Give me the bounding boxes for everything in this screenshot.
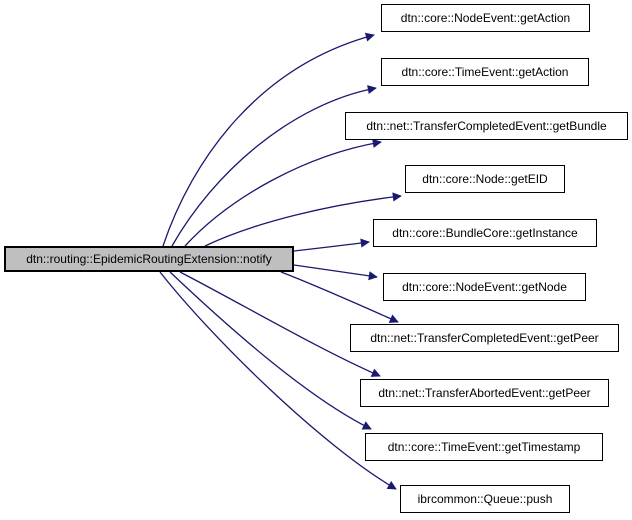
callee-node-label: dtn::core::BundleCore::getInstance — [392, 226, 578, 240]
callee-node[interactable]: dtn::core::NodeEvent::getAction — [381, 4, 590, 32]
call-edge — [293, 238, 370, 252]
callee-node[interactable]: dtn::core::BundleCore::getInstance — [373, 219, 597, 247]
call-edge — [184, 138, 382, 247]
callee-node[interactable]: dtn::core::NodeEvent::getNode — [383, 273, 586, 301]
call-edge — [179, 271, 381, 377]
caller-node-label: dtn::routing::EpidemicRoutingExtension::… — [26, 252, 272, 266]
callee-node-label: dtn::net::TransferAbortedEvent::getPeer — [378, 386, 591, 400]
call-edge — [159, 271, 397, 490]
callee-node[interactable]: dtn::core::TimeEvent::getAction — [381, 58, 589, 86]
callee-node-label: dtn::core::Node::getEID — [422, 172, 548, 186]
callee-node-label: dtn::core::TimeEvent::getTimestamp — [387, 440, 581, 454]
callee-node-label: dtn::core::TimeEvent::getAction — [401, 65, 569, 79]
call-edge — [204, 192, 402, 247]
callee-node[interactable]: dtn::core::Node::getEID — [405, 165, 565, 193]
call-edge — [169, 271, 372, 430]
call-edge — [280, 271, 399, 323]
callee-node-label: dtn::core::NodeEvent::getNode — [402, 280, 567, 294]
callee-node-label: dtn::core::NodeEvent::getAction — [400, 11, 571, 25]
call-edge — [171, 85, 377, 247]
callee-node[interactable]: dtn::net::TransferCompletedEvent::getPee… — [350, 324, 619, 352]
call-edge — [162, 32, 375, 247]
caller-node: dtn::routing::EpidemicRoutingExtension::… — [4, 246, 294, 272]
callee-node-label: dtn::net::TransferCompletedEvent::getBun… — [366, 119, 607, 133]
call-edge — [293, 264, 378, 281]
callee-node[interactable]: dtn::net::TransferCompletedEvent::getBun… — [345, 112, 628, 140]
callee-node-label: dtn::net::TransferCompletedEvent::getPee… — [370, 331, 599, 345]
callee-node[interactable]: ibrcommon::Queue::push — [400, 485, 570, 513]
callee-node[interactable]: dtn::net::TransferAbortedEvent::getPeer — [360, 379, 609, 407]
callee-node[interactable]: dtn::core::TimeEvent::getTimestamp — [365, 433, 603, 461]
callee-node-label: ibrcommon::Queue::push — [417, 492, 553, 506]
